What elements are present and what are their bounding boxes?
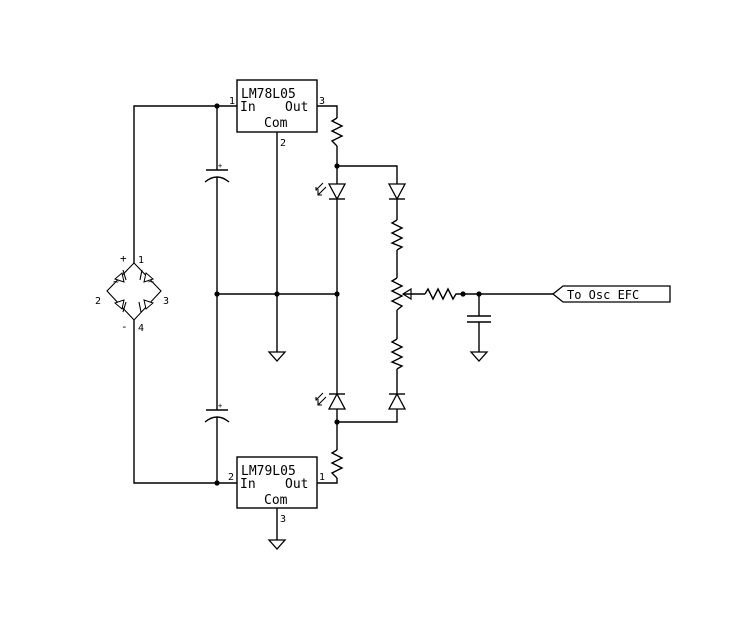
bridge-pin-4: 4	[138, 323, 144, 334]
diode-bottom-right	[387, 392, 407, 410]
capacitor-bottom: +	[204, 402, 230, 423]
led-top	[315, 182, 347, 201]
bridge-pin-2: 2	[95, 296, 101, 307]
resistor-right-upper	[390, 219, 404, 251]
output-port-label: To Osc EFC	[567, 288, 639, 302]
regulator-top-pin-out: 3	[319, 96, 325, 107]
bridge-diode-top-right	[139, 269, 154, 283]
diode-top-right	[387, 183, 407, 201]
bridge-diode-bottom-left	[114, 299, 127, 313]
capacitor-output	[467, 315, 491, 323]
ground-symbol-bottom-regulator	[267, 539, 287, 550]
regulator-bottom-part: LM79L05	[241, 464, 296, 479]
regulator-top-out-label: Out	[285, 100, 308, 115]
resistor-series-output	[424, 287, 459, 301]
bridge-pin-1: 1	[138, 255, 144, 266]
regulator-bottom-in-label: In	[240, 477, 256, 492]
resistor-right-lower	[390, 338, 404, 370]
bridge-plus-sign: +	[120, 252, 127, 265]
bridge-ac-sign-right: ~	[148, 277, 154, 288]
regulator-top-com-label: Com	[264, 116, 288, 131]
led-bottom	[315, 392, 347, 410]
regulator-top-in-label: In	[240, 100, 256, 115]
regulator-top-part: LM78L05	[241, 87, 296, 102]
junction-dots	[214, 103, 482, 486]
ground-symbol-output-cap	[469, 351, 489, 362]
capacitor-top: +	[204, 162, 230, 183]
bridge-minus-sign: -	[121, 320, 128, 333]
output-port-tag: To Osc EFC	[551, 285, 671, 303]
resistor-top-output	[330, 117, 344, 147]
resistor-bottom-output	[330, 449, 344, 479]
bridge-diode-bottom-right	[138, 299, 154, 313]
bridge-diode-top-left	[114, 269, 127, 283]
regulator-top-pin-com: 2	[280, 138, 286, 149]
regulator-bottom-out-label: Out	[285, 477, 308, 492]
regulator-bottom-pin-out: 1	[319, 472, 325, 483]
regulator-bottom-com-label: Com	[264, 493, 288, 508]
regulator-top: LM78L05 In Out Com 1 3 2	[229, 79, 325, 149]
capacitor-bottom-plus: +	[218, 402, 222, 410]
ground-symbol-top-regulator	[267, 351, 287, 362]
regulator-bottom-pin-in: 2	[228, 472, 234, 483]
capacitor-top-plus: +	[218, 162, 222, 170]
bridge-pin-3: 3	[163, 296, 169, 307]
wiring	[133, 105, 553, 540]
bridge-ac-sign-left: ~	[113, 277, 119, 288]
bridge-rectifier: + 1 ~ ~ 2 3 - 4	[95, 252, 169, 334]
regulator-bottom-pin-com: 3	[280, 514, 286, 525]
regulator-bottom: LM79L05 In Out Com 2 1 3	[228, 456, 325, 525]
regulator-top-pin-in: 1	[229, 96, 235, 107]
potentiometer	[390, 277, 412, 311]
